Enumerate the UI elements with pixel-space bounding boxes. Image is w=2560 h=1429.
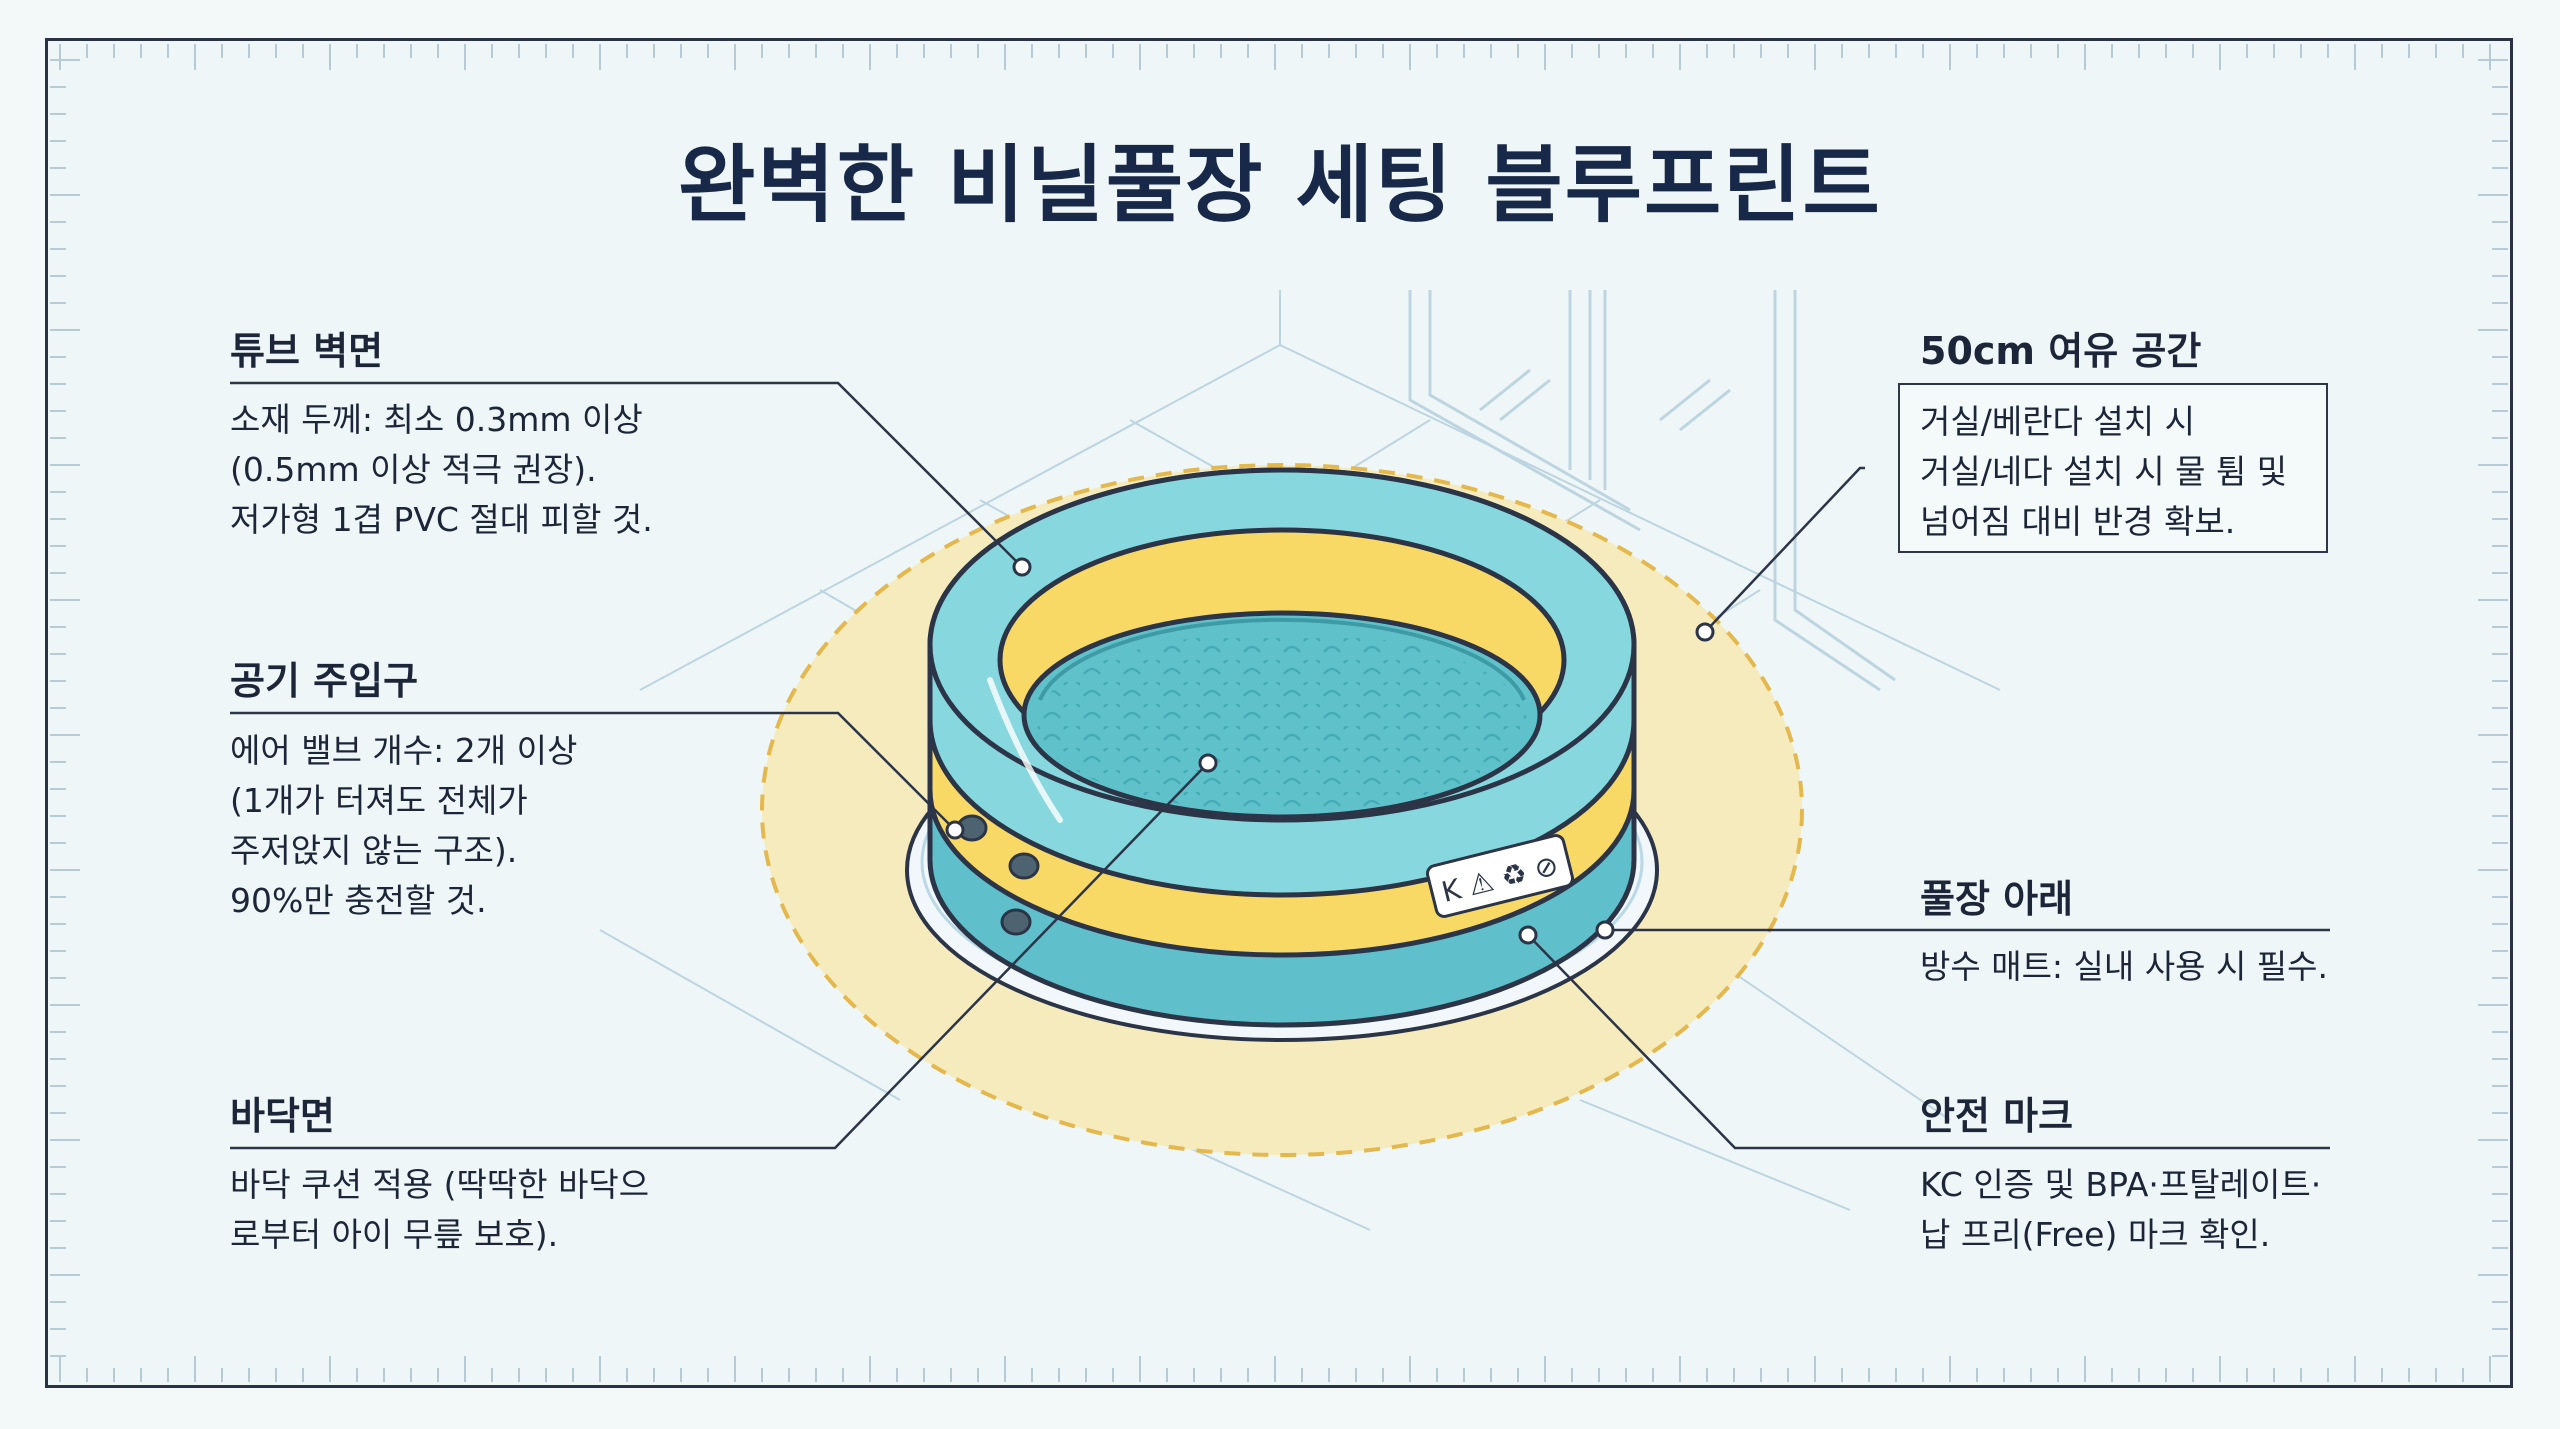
callout-line: (1개가 터져도 전체가 [230,781,528,820]
callout-line: 방수 매트: 실내 사용 시 필수. [1920,947,2329,986]
callout-floor-body: 바닥 쿠션 적용 (딱딱한 바닥으 로부터 아이 무릎 보호). [230,1160,649,1260]
safety-label: K ⚠ ♻ ⊘ [1425,834,1575,918]
callout-line: 넘어짐 대비 반경 확보. [1920,502,2236,541]
callout-under-pool-heading: 풀장 아래 [1920,877,2074,921]
callout-floor-heading: 바닥면 [230,1094,335,1138]
callout-line: 로부터 아이 무릎 보호). [230,1215,559,1254]
callout-air-inlet-heading: 공기 주입구 [230,659,419,703]
ruler-ticks [50,44,2508,1382]
callout-line: 납 프리(Free) 마크 확인. [1920,1215,2271,1254]
callout-under-pool-body: 방수 매트: 실내 사용 시 필수. [1920,942,2328,992]
page-title: 완벽한 비닐풀장 세팅 블루프린트 [678,136,1882,234]
callout-line: 바닥 쿠션 적용 (딱딱한 바닥으 [230,1165,650,1204]
callout-line: 소재 두께: 최소 0.3mm 이상 [230,400,643,439]
callout-safety-mark-body: KC 인증 및 BPA·프탈레이트· 납 프리(Free) 마크 확인. [1920,1160,2321,1260]
callout-tube-wall-heading: 튜브 벽면 [230,329,384,373]
callout-line: 거실/네다 설치 시 물 튐 및 [1920,452,2288,491]
callout-line: 거실/베란다 설치 시 [1920,402,2195,441]
callout-line: (0.5mm 이상 적극 권장). [230,450,597,489]
callout-safety-mark-heading: 안전 마크 [1920,1094,2074,1138]
callout-line: 주저앉지 않는 구조). [230,831,518,870]
leader-lines [230,381,2330,1150]
callout-clearance-box: 거실/베란다 설치 시 거실/네다 설치 시 물 튐 및 넘어짐 대비 반경 확… [1898,383,2328,553]
callout-tube-wall-body: 소재 두께: 최소 0.3mm 이상 (0.5mm 이상 적극 권장). 저가형… [230,395,653,545]
air-valves [956,814,1040,936]
window-frame [1408,290,1896,692]
callout-line: 저가형 1겹 PVC 절대 피할 것. [230,500,653,539]
callout-line: KC 인증 및 BPA·프탈레이트· [1920,1165,2322,1204]
callout-line: 90%만 충전할 것. [230,881,487,920]
callout-air-inlet-body: 에어 밸브 개수: 2개 이상 (1개가 터져도 전체가 주저앉지 않는 구조)… [230,726,577,926]
callout-clearance-heading: 50cm 여유 공간 [1920,329,2202,373]
leader-dots [945,557,1715,945]
callout-line: 에어 밸브 개수: 2개 이상 [230,731,578,770]
